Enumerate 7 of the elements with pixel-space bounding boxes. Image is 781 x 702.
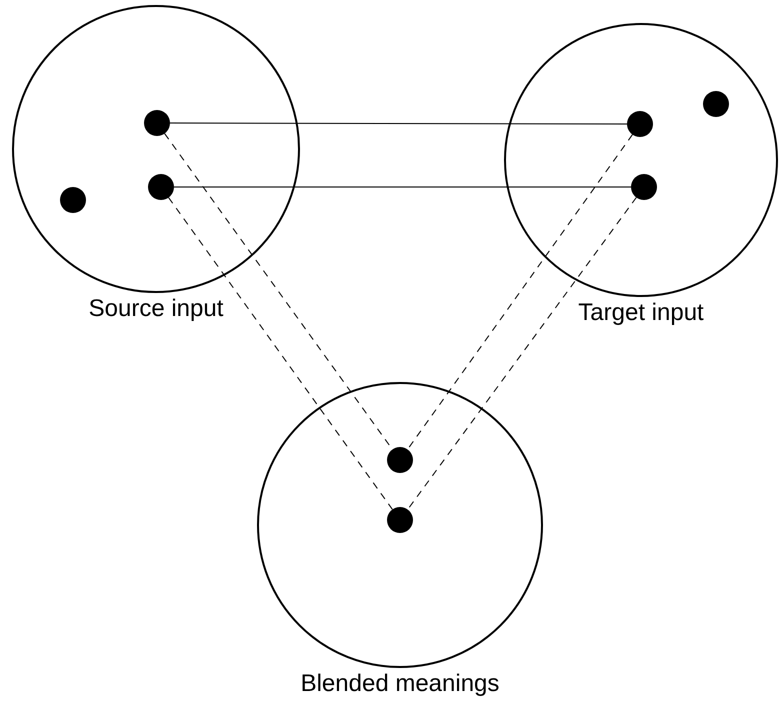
connector-line — [174, 186, 632, 188]
dashed-line — [168, 197, 393, 510]
circle-label: Source input — [88, 295, 224, 323]
dashed-line — [407, 134, 633, 450]
connector-line — [170, 122, 628, 124]
circle-label: Target input — [578, 299, 704, 327]
circle-label: Blended meanings — [300, 670, 500, 698]
